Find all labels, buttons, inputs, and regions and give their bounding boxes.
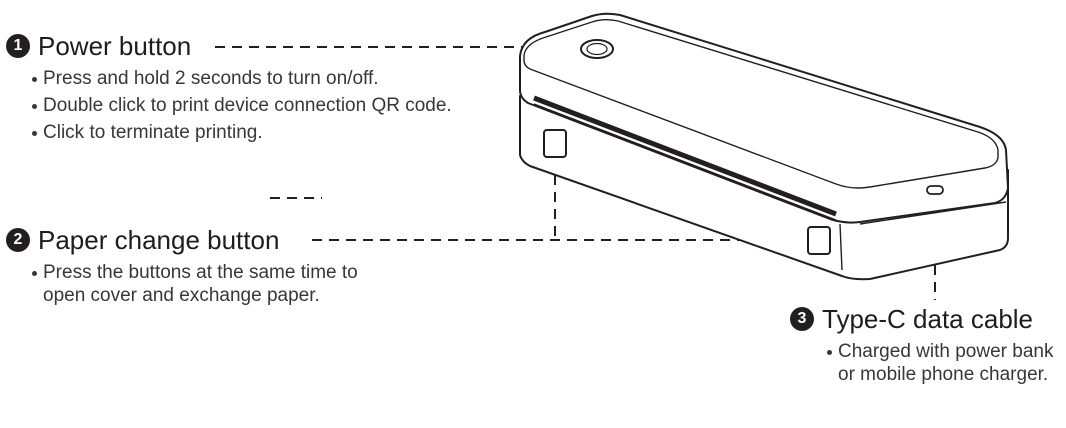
note-item: Click to terminate printing. xyxy=(31,121,481,144)
callout-typec-cable: 3 Type-C data cable Charged with power b… xyxy=(790,304,1066,390)
paper-change-button-left xyxy=(543,129,567,158)
power-button-inner xyxy=(586,42,608,56)
note-item: Charged with power bank or mobile phone … xyxy=(826,340,1066,386)
callout-paper-change-button: 2 Paper change button Press the buttons … xyxy=(6,225,371,311)
callout-number-1: 1 xyxy=(6,34,30,58)
callout-number-2: 2 xyxy=(6,228,30,252)
typec-cable-notes: Charged with power bank or mobile phone … xyxy=(826,340,1066,386)
paper-change-button-right xyxy=(807,226,831,255)
typec-cable-title: Type-C data cable xyxy=(822,304,1034,334)
typec-port-icon xyxy=(926,185,944,195)
callout-power-button: 1 Power button Press and hold 2 seconds … xyxy=(6,31,481,148)
note-item: Press and hold 2 seconds to turn on/off. xyxy=(31,67,481,90)
power-button-notes: Press and hold 2 seconds to turn on/off.… xyxy=(31,67,481,144)
note-item: Double click to print device connection … xyxy=(31,94,481,117)
callout-number-3: 3 xyxy=(790,307,814,331)
paper-change-button-notes: Press the buttons at the same time to op… xyxy=(31,261,371,307)
note-item: Press the buttons at the same time to op… xyxy=(31,261,371,307)
power-button-icon xyxy=(580,39,614,59)
paper-change-button-title: Paper change button xyxy=(38,225,280,255)
printer-body xyxy=(519,12,1009,281)
power-button-title: Power button xyxy=(38,31,192,61)
